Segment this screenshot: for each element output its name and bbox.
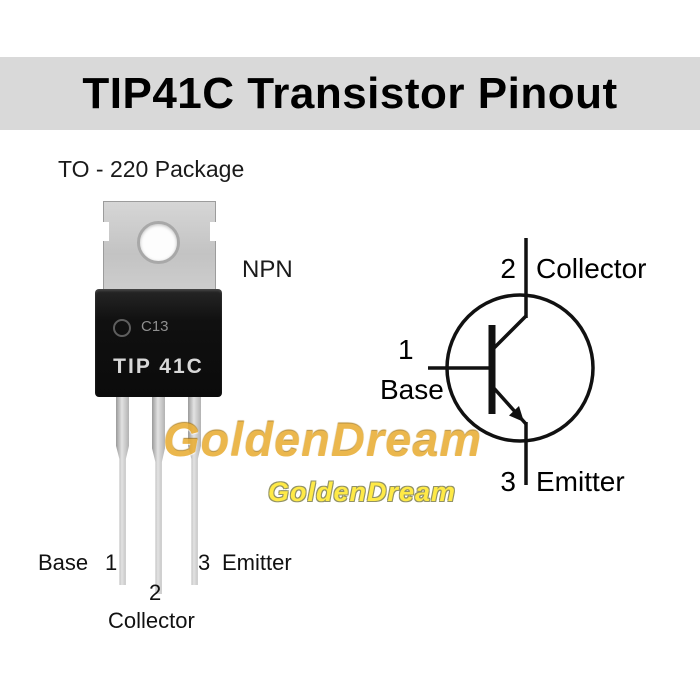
symbol-base-label: Base bbox=[380, 374, 444, 405]
mounting-hole bbox=[137, 221, 180, 264]
symbol-collector-number: 2 bbox=[500, 253, 516, 284]
part-number-marking: TIP 41C bbox=[113, 355, 204, 378]
date-code-marking: C13 bbox=[141, 318, 169, 335]
pin2-number-label: 2 bbox=[149, 580, 162, 605]
pin1-name-label: Base bbox=[38, 550, 89, 575]
tab-notch-right bbox=[210, 222, 219, 241]
package-body: C13 TIP 41C bbox=[95, 289, 222, 397]
tab-notch-left bbox=[100, 222, 109, 241]
transistor-polarity-label: NPN bbox=[242, 256, 293, 283]
pin3-name-label: Emitter bbox=[222, 550, 292, 575]
symbol-emitter-label: Emitter bbox=[536, 466, 625, 497]
watermark-primary: GoldenDream bbox=[163, 413, 483, 466]
page-title: TIP41C Transistor Pinout bbox=[82, 68, 618, 118]
symbol-emitter-number: 3 bbox=[500, 466, 516, 497]
brand-logo-icon bbox=[113, 319, 131, 337]
npn-schematic-symbol: 2 Collector 1 Base 3 Emitter bbox=[378, 228, 690, 503]
pin1-number-label: 1 bbox=[105, 550, 118, 575]
watermark-secondary: GoldenDream bbox=[268, 477, 457, 507]
pin-leg-1 bbox=[116, 397, 129, 585]
emitter-arrow bbox=[509, 406, 524, 422]
pin2-name-label: Collector bbox=[108, 608, 195, 633]
pin3-number-label: 3 bbox=[198, 550, 211, 575]
symbol-base-number: 1 bbox=[398, 334, 414, 365]
title-bar: TIP41C Transistor Pinout bbox=[0, 57, 700, 130]
collector-diagonal bbox=[490, 314, 528, 352]
symbol-collector-label: Collector bbox=[536, 253, 646, 284]
package-type-label: TO - 220 Package bbox=[58, 156, 245, 182]
